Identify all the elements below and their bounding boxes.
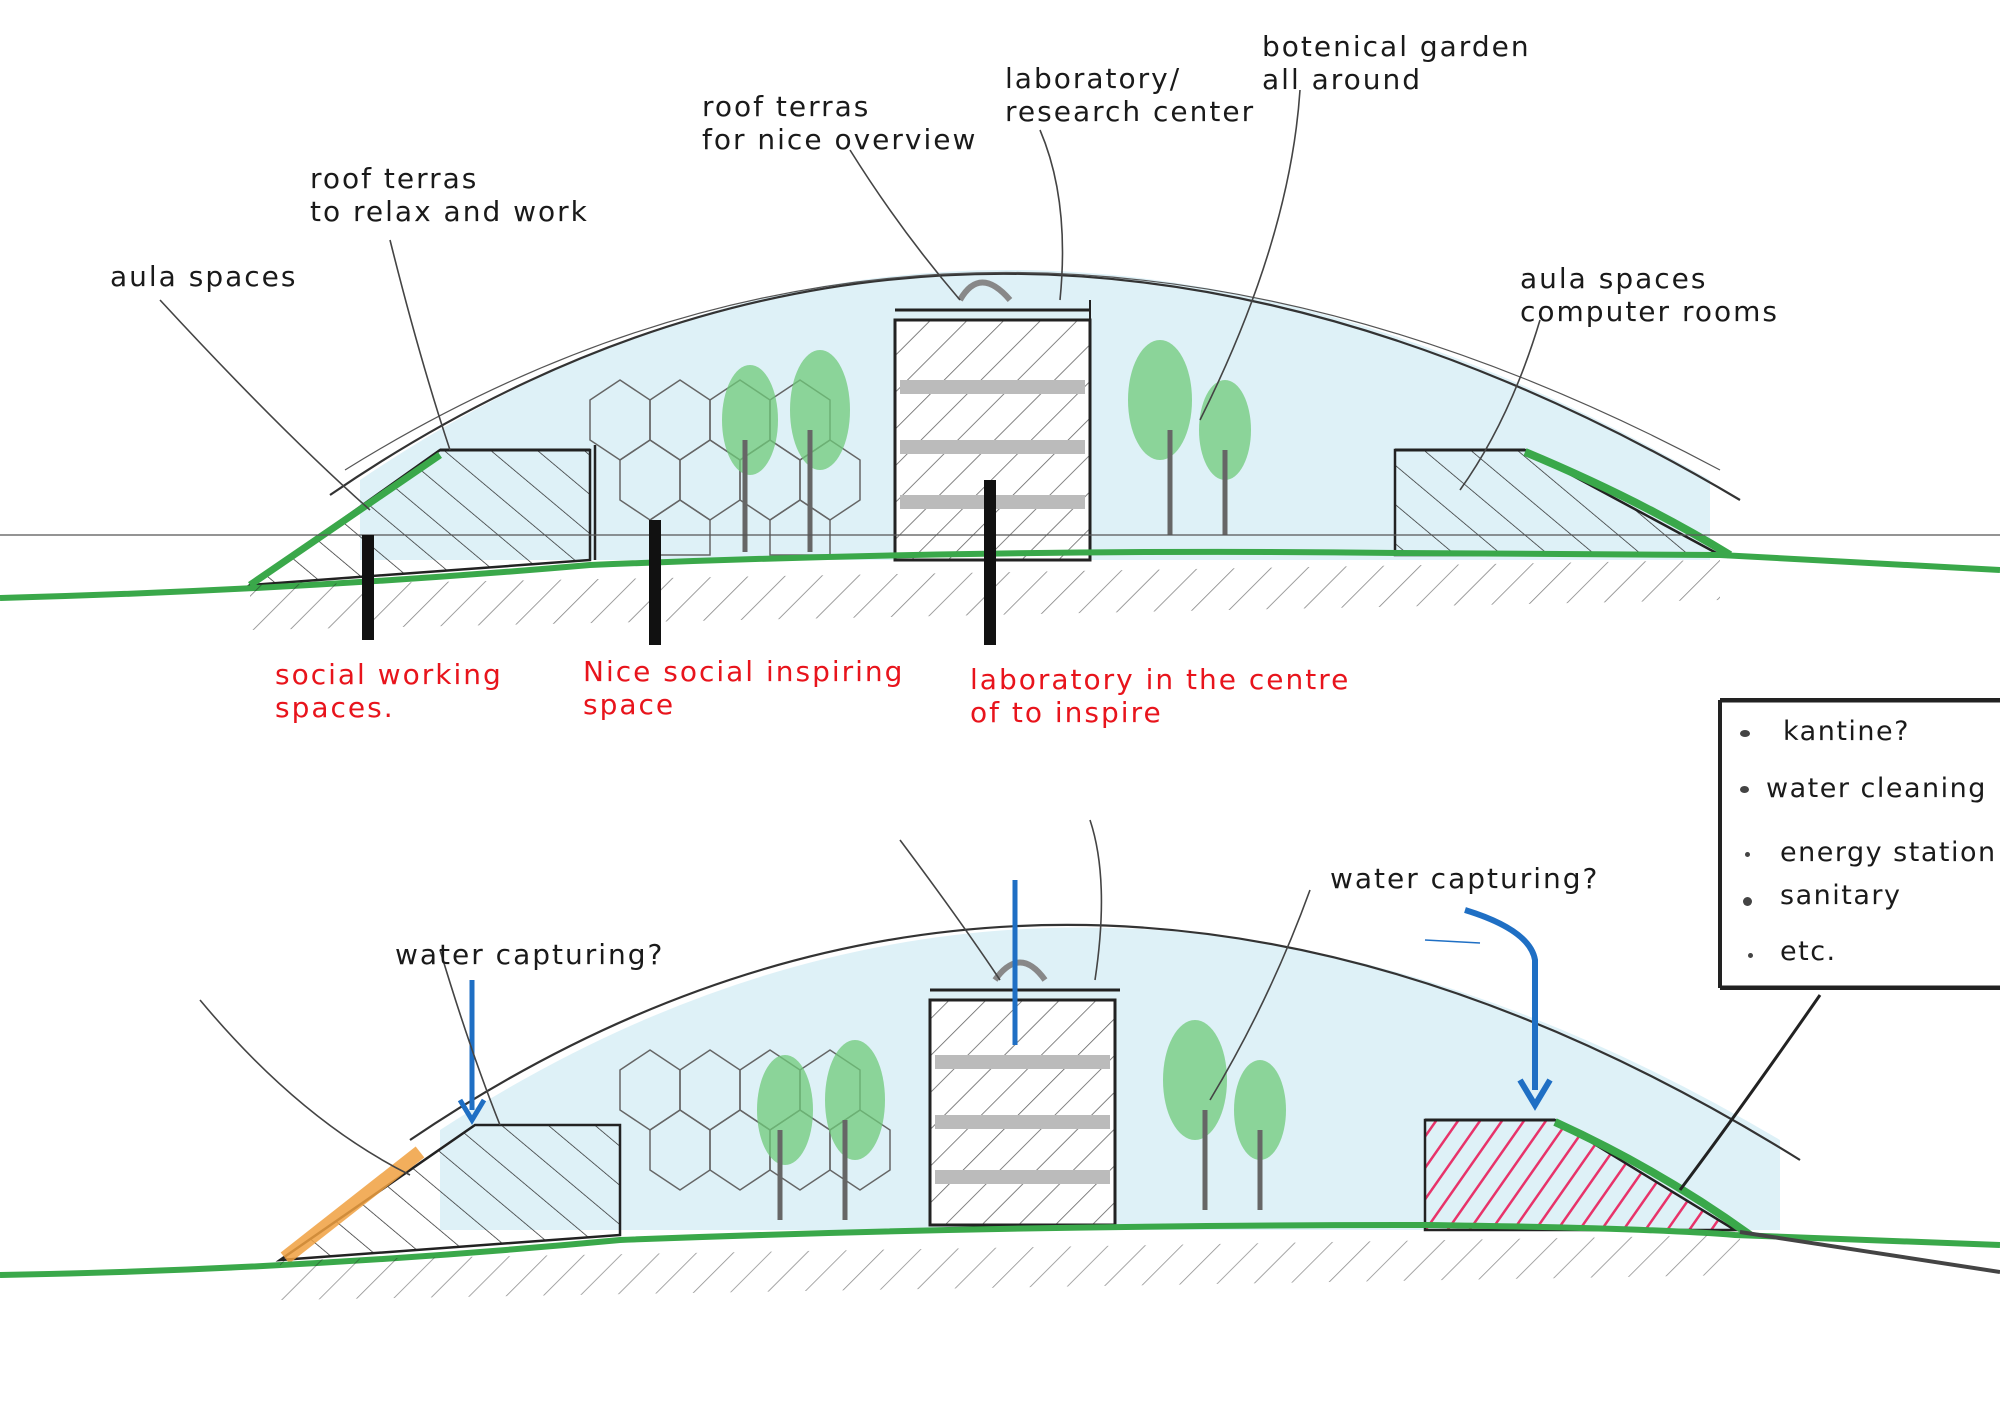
label-aula-spaces-left: aula spaces — [110, 260, 298, 293]
label-aula-spaces-right: aula spaces computer rooms — [1520, 262, 1779, 328]
leader-lines-top — [159, 89, 1541, 511]
legend-bullet — [1740, 786, 1749, 793]
ground-hatch-bottom — [280, 1235, 1740, 1300]
section-bottom-drawing — [0, 819, 2000, 1300]
water-arrows — [457, 880, 1553, 1125]
legend-bullet — [1740, 730, 1750, 737]
section-top-drawing — [0, 89, 2000, 645]
label-laboratory-centre: laboratory in the centre of to inspire — [970, 663, 1351, 729]
left-volume-bottom — [275, 1123, 622, 1262]
label-water-capturing-right: water capturing? — [1330, 862, 1600, 895]
legend-bullet — [1745, 852, 1750, 857]
laboratory-tower-bottom — [928, 959, 1120, 1227]
legend-frame — [1718, 698, 2000, 990]
legend-item-etc: etc. — [1780, 936, 1837, 967]
label-social-working-spaces: social working spaces. — [275, 658, 503, 724]
trees-top — [722, 340, 1251, 552]
label-social-inspiring-space: Nice social inspiring space — [583, 655, 905, 721]
legend-box: kantine? water cleaning energy station s… — [1718, 698, 2000, 990]
label-laboratory: laboratory/ research center — [1005, 62, 1256, 128]
leader-lines-bottom — [199, 819, 1822, 1191]
legend-item-water-cleaning: water cleaning — [1766, 773, 1987, 804]
label-botanical-garden: botenical garden all around — [1262, 30, 1531, 96]
legend-bullet — [1748, 953, 1753, 958]
label-water-capturing-left: water capturing? — [395, 938, 665, 971]
legend-item-sanitary: sanitary — [1780, 880, 1902, 911]
legend-item-energy-station: energy station — [1780, 837, 1997, 868]
legend-bullet — [1743, 897, 1752, 906]
label-roof-terras-overview: roof terras for nice overview — [702, 90, 978, 156]
legend-item-kantine: kantine? — [1783, 716, 1910, 747]
label-roof-terras-relax: roof terras to relax and work — [310, 162, 589, 228]
trees-bottom — [757, 1020, 1286, 1220]
orange-slope — [280, 1146, 425, 1264]
